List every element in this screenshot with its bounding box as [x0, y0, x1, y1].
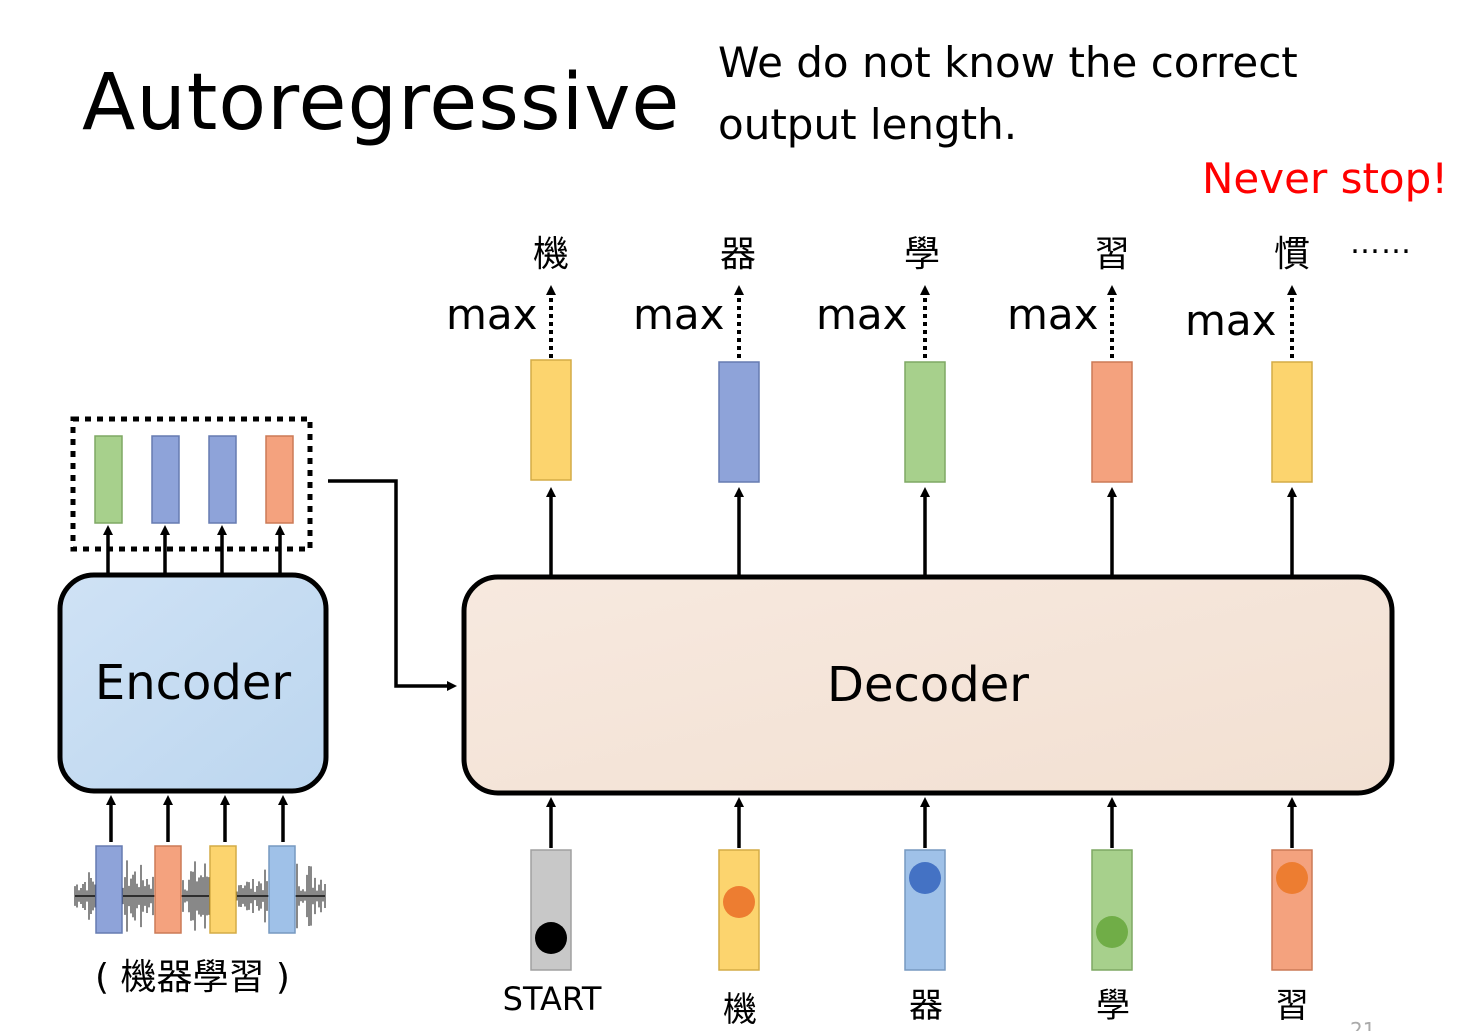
input-label-5: 習: [1275, 986, 1309, 1026]
token-one-hot-dot: [1276, 862, 1308, 894]
decoder-output-distribution: [530, 359, 572, 481]
encoder-label: Encoder: [94, 655, 292, 711]
encoder-to-decoder-connector: [328, 479, 457, 691]
output-char-4: 習: [1093, 234, 1130, 275]
slide-note: We do not know the correct output length…: [718, 38, 1298, 149]
encoder-output-vector: [94, 435, 123, 524]
input-label-3: 器: [909, 986, 943, 1026]
output-char-3: 學: [903, 234, 940, 275]
max-label-5: max: [1185, 296, 1277, 345]
decoder-box: [461, 574, 1395, 796]
max-label-1: max: [446, 290, 538, 339]
decoder-output-distribution: [1091, 361, 1133, 483]
output-char-1: 機: [532, 234, 569, 275]
max-label-2: max: [633, 290, 725, 339]
input-label-start: START: [502, 980, 602, 1018]
decoder-output-distribution: [1271, 361, 1313, 483]
decoder-input-token: [1091, 849, 1133, 971]
token-one-hot-dot: [1096, 916, 1128, 948]
encoder-input-vector: [209, 845, 237, 934]
token-one-hot-dot: [909, 862, 941, 894]
encoder-input-vector: [95, 845, 123, 934]
slide-title: Autoregressive: [82, 58, 681, 148]
input-label-4: 學: [1096, 986, 1130, 1026]
token-one-hot-dot: [723, 886, 755, 918]
output-char-5: 慣: [1273, 234, 1310, 275]
page-number: 21: [1350, 1018, 1376, 1031]
decoder-label: Decoder: [827, 657, 1029, 713]
continuation-ellipsis: ……: [1350, 226, 1412, 261]
encoder-input-arrows: [106, 795, 288, 842]
input-label-2: 機: [723, 990, 757, 1030]
max-label-3: max: [816, 290, 908, 339]
encoder-output-frame: [70, 416, 313, 552]
encoder-output-vector: [151, 435, 180, 524]
never-stop-alert: Never stop!: [1202, 154, 1449, 203]
encoder-output-vector: [265, 435, 294, 524]
decoder-output-distribution: [718, 361, 760, 483]
encoder-transcript: ( 機器學習 ): [95, 957, 290, 998]
encoder-box: [57, 572, 329, 794]
encoder-input-vector: [154, 845, 182, 934]
encoder-output-vector: [208, 435, 237, 524]
encoder-input-vector: [268, 845, 296, 934]
decoder-output-distribution: [904, 361, 946, 483]
max-label-4: max: [1007, 290, 1099, 339]
token-one-hot-dot: [535, 922, 567, 954]
output-char-2: 器: [719, 234, 756, 275]
encoder-output-arrows: [103, 525, 285, 575]
